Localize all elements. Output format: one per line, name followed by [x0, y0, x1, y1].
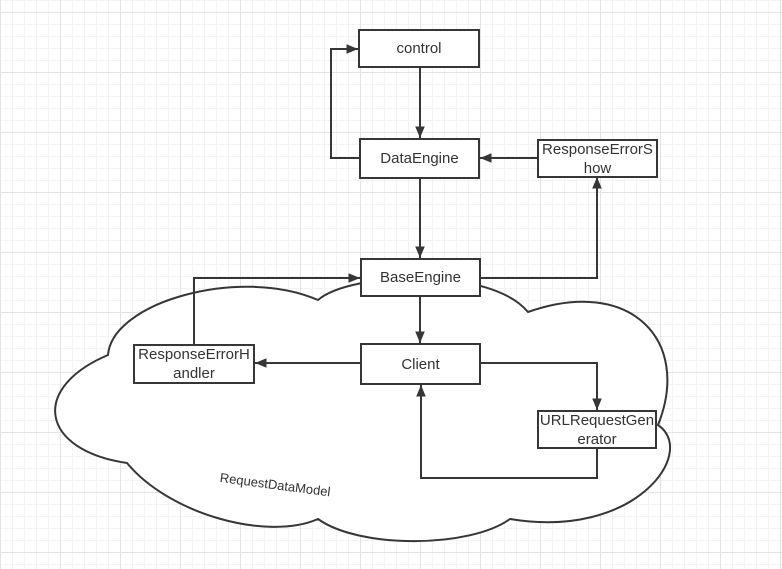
node-response-error-handler[interactable]: ResponseErrorH andler — [133, 344, 255, 384]
node-label: ResponseErrorS — [542, 140, 653, 158]
edge-responseerrorhandler-to-baseengine[interactable] — [193, 273, 360, 344]
edge-urlrequestgenerator-to-client[interactable] — [416, 385, 598, 479]
node-url-request-generator[interactable]: URLRequestGen erator — [537, 410, 657, 449]
cloud-request-data-model[interactable] — [54, 277, 671, 543]
node-client[interactable]: Client — [360, 343, 481, 385]
node-control[interactable]: control — [358, 29, 480, 68]
node-data-engine[interactable]: DataEngine — [359, 138, 480, 179]
edge-client-to-urlrequestgenerator[interactable] — [481, 362, 602, 410]
node-response-error-show[interactable]: ResponseErrorS how — [537, 139, 658, 178]
node-label: BaseEngine — [380, 269, 461, 286]
node-label: andler — [173, 365, 215, 382]
node-label: URLRequestGen — [539, 411, 655, 429]
node-label: ResponseErrorH — [138, 346, 250, 363]
node-label: DataEngine — [380, 150, 459, 167]
node-label: Client — [401, 355, 440, 373]
node-label: erator — [577, 430, 617, 448]
edge-baseengine-to-responseerrorshow[interactable] — [481, 177, 602, 279]
node-base-engine[interactable]: BaseEngine — [360, 258, 481, 297]
node-label: how — [583, 159, 612, 177]
node-label: control — [396, 40, 442, 57]
edge-dataengine-to-control[interactable] — [330, 44, 359, 159]
